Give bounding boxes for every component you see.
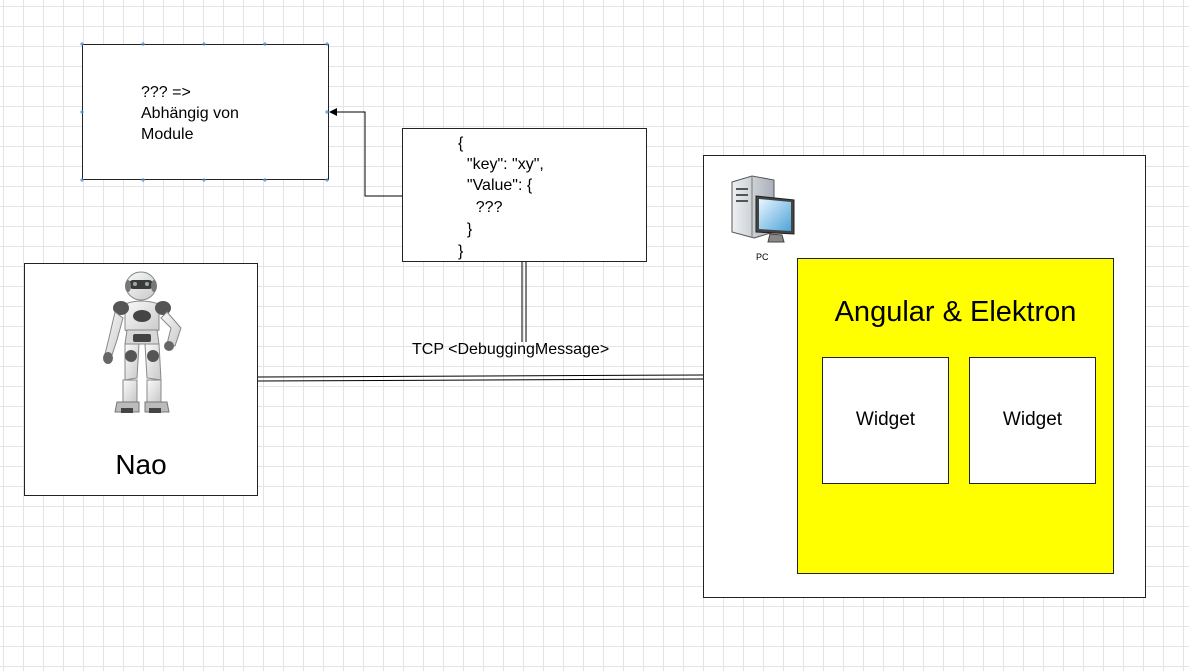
json-line-4: ??? bbox=[458, 199, 503, 216]
app-container[interactable]: Angular & Elektron Widget Widget bbox=[797, 258, 1114, 574]
selection-handles[interactable] bbox=[78, 40, 334, 184]
nao-box[interactable]: Nao bbox=[24, 263, 258, 496]
module-note-line-1: ??? => bbox=[141, 84, 191, 101]
tcp-label: TCP <DebuggingMessage> bbox=[412, 341, 610, 358]
module-note-box[interactable]: ??? => Abhängig von Module bbox=[82, 44, 329, 180]
widget-box-1[interactable]: Widget bbox=[822, 357, 949, 484]
nao-label: Nao bbox=[115, 449, 167, 480]
app-title: Angular & Elektron bbox=[834, 296, 1077, 328]
computer-icon bbox=[731, 175, 795, 243]
json-message-box[interactable]: { "key": "xy", "Value": { ??? } } bbox=[402, 128, 647, 262]
json-line-1: { bbox=[458, 135, 464, 152]
tcp-connection-line[interactable] bbox=[257, 374, 705, 378]
tcp-connection-line-2[interactable] bbox=[257, 378, 705, 382]
json-line-5: } bbox=[458, 221, 473, 238]
pc-box[interactable]: PC Angular & Elektron Widget Widget bbox=[703, 155, 1146, 598]
widget-box-2[interactable]: Widget bbox=[969, 357, 1096, 484]
widget-label: Widget bbox=[1002, 409, 1063, 430]
json-line-3: "Value": { bbox=[458, 177, 533, 194]
module-note-line-3: Module bbox=[141, 126, 194, 143]
elbow-arrow-connector[interactable] bbox=[329, 108, 402, 197]
json-line-6: } bbox=[458, 243, 464, 260]
pc-icon-label: PC bbox=[756, 252, 769, 262]
json-line-2: "key": "xy", bbox=[458, 156, 544, 173]
robot-icon bbox=[103, 271, 182, 413]
module-note-line-2: Abhängig von bbox=[141, 105, 239, 122]
widget-label: Widget bbox=[855, 409, 916, 430]
